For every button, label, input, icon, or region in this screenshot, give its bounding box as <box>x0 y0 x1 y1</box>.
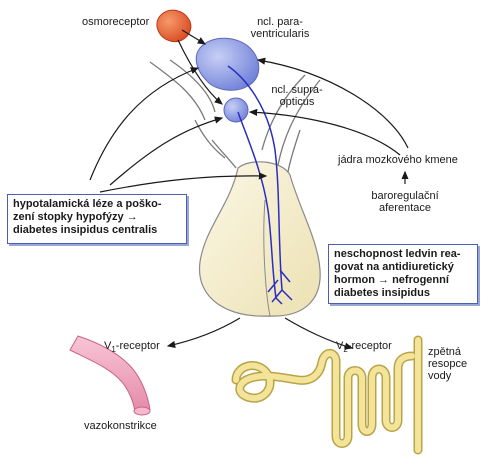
reabsorption-label-line1: zpětná <box>428 346 467 358</box>
central-box-arrow: → <box>127 211 138 223</box>
nephro-box-line1: neschopnost ledvin rea- <box>334 248 472 261</box>
nephro-box-line4: diabetes insipidus <box>334 287 472 300</box>
central-box-line1: hypotalamická léze a poško- <box>13 198 181 211</box>
nephro-box-line3b: nefrogenní <box>392 274 449 286</box>
nephro-box-line2: govat na antidiuretický <box>334 261 472 274</box>
pituitary-gland <box>200 162 321 316</box>
osmoreceptor-shape <box>157 10 191 41</box>
paraventricular-nucleus-shape <box>196 38 259 90</box>
nephrogenic-diabetes-insipidus-box: neschopnost ledvin rea- govat na antidiu… <box>328 244 478 304</box>
baroregulation-label-line1: baroregulační <box>365 190 445 202</box>
v1-receptor-label: V1-receptor <box>104 340 160 356</box>
osmoreceptor-label: osmoreceptor <box>82 16 149 28</box>
central-diabetes-insipidus-box: hypotalamická léze a poško- zení stopky … <box>7 194 187 244</box>
baroregulation-label: baroregulační aferentace <box>365 190 445 214</box>
baroregulation-label-line2: aferentace <box>365 202 445 214</box>
supraopticus-label: ncl. supra- opticus <box>266 84 328 108</box>
nephro-box-arrow: → <box>378 274 389 286</box>
central-box-line2: zení stopky hypofýzy → <box>13 211 181 224</box>
central-box-line3: diabetes insipidus centralis <box>13 224 181 237</box>
v1-rest: -receptor <box>116 340 160 352</box>
vasoconstriction-label: vazokonstrikce <box>84 420 157 432</box>
supraopticus-label-line2: opticus <box>266 96 328 108</box>
brainstem-nuclei-label: jádra mozkového kmene <box>338 154 458 166</box>
paraventricularis-label: ncl. para- ventricularis <box>245 16 315 40</box>
paraventricularis-label-line2: ventricularis <box>245 28 315 40</box>
nephro-box-line3a: hormon <box>334 274 375 286</box>
supraopticus-label-line1: ncl. supra- <box>266 84 328 96</box>
nephron-tubule <box>236 340 418 450</box>
v2-rest: -receptor <box>348 340 392 352</box>
central-box-line2-text: zení stopky hypofýzy <box>13 211 124 223</box>
nephro-box-line3: hormon → nefrogenní <box>334 274 472 287</box>
reabsorption-label: zpětná resopce vody <box>428 346 467 382</box>
reabsorption-label-line2: resopce <box>428 358 467 370</box>
reabsorption-label-line3: vody <box>428 370 467 382</box>
supraoptic-nucleus-shape <box>224 98 248 122</box>
paraventricularis-label-line1: ncl. para- <box>245 16 315 28</box>
v2-receptor-label: V2-receptor <box>336 340 392 356</box>
